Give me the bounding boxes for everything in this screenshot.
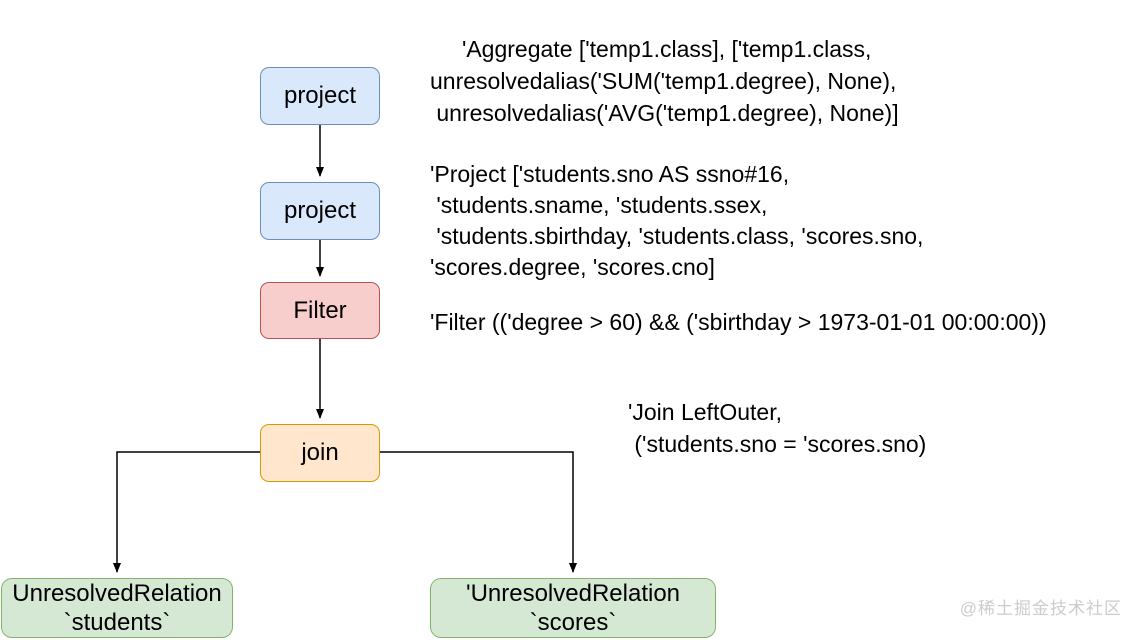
annotation-aggregate-plan: 'Aggregate ['temp1.class], ['temp1.class… — [430, 36, 899, 126]
node-unresolvedrelation-students: UnresolvedRelation `students` — [1, 578, 233, 638]
node-join: join — [260, 424, 380, 482]
annotation-filter-plan: 'Filter (('degree > 60) && ('sbirthday >… — [430, 309, 1047, 335]
watermark-juejin-community: @稀土掘金技术社区 — [959, 599, 1122, 618]
annotation-join-plan: 'Join LeftOuter, ('students.sno = 'score… — [628, 399, 927, 457]
edge-join-students — [113, 451, 260, 573]
node-filter: Filter — [260, 282, 380, 339]
node-unresolvedrelation-scores: 'UnresolvedRelation `scores` — [430, 578, 716, 638]
node-project-second: project — [260, 182, 380, 240]
annotation-project-plan: 'Project ['students.sno AS ssno#16, 'stu… — [430, 161, 924, 280]
edge-join-scores — [380, 451, 577, 573]
node-project-top: project — [260, 67, 380, 125]
